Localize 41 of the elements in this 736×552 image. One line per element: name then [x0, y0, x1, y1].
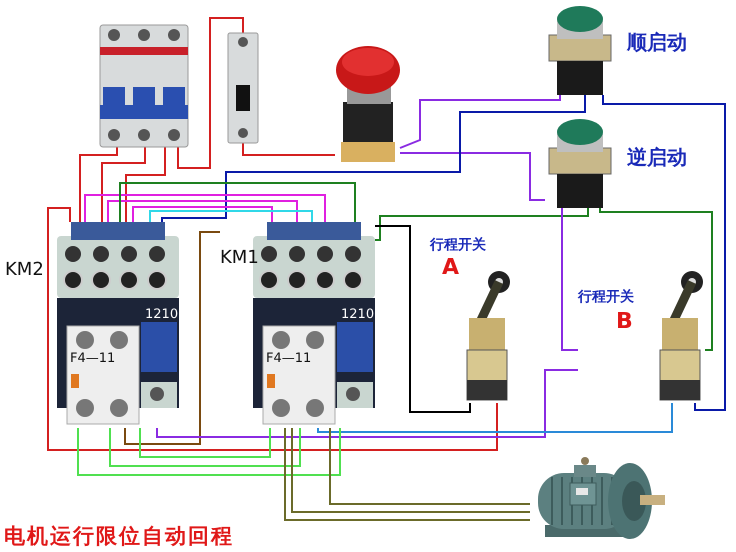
wire: [132, 206, 273, 222]
wire: [101, 147, 146, 222]
model-number: F4—11: [266, 352, 312, 366]
circuit-breaker-drawing: [100, 25, 188, 147]
circuit-breaker-drawing: [228, 33, 258, 143]
wire: [79, 147, 118, 222]
wire: [125, 147, 166, 222]
model-number: F4—11: [70, 352, 116, 366]
wire: [242, 143, 335, 156]
switch-letter: A: [442, 256, 460, 280]
wire: [400, 95, 561, 149]
wire: [77, 428, 341, 476]
wire: [161, 95, 586, 222]
wire: [561, 208, 578, 351]
button-label: 逆启动: [627, 146, 687, 168]
wire: [47, 207, 498, 451]
wire: [317, 403, 673, 433]
wire: [107, 200, 298, 222]
wire: [124, 231, 220, 445]
wire: [599, 208, 713, 351]
wire: [177, 17, 244, 169]
model-number: 1210: [341, 308, 374, 322]
wire: [119, 182, 356, 222]
wire: [139, 428, 271, 458]
wire: [149, 210, 313, 222]
wire: [156, 369, 578, 438]
wire: [400, 152, 545, 201]
diagram-title: 电机运行限位自动回程: [4, 523, 234, 550]
wire: [602, 95, 726, 411]
wire: [375, 208, 589, 241]
switch-label: 行程开关: [430, 238, 486, 254]
model-number: 1210: [145, 308, 178, 322]
switch-label: 行程开关: [578, 290, 634, 306]
switch-letter: B: [616, 310, 633, 334]
wire: [109, 428, 301, 467]
wire: [329, 428, 530, 505]
contactor-label: KM1: [220, 248, 259, 268]
wire: [84, 194, 326, 222]
wire: [375, 225, 471, 413]
contactor-label: KM2: [5, 260, 44, 280]
button-label: 顺启动: [627, 31, 687, 53]
